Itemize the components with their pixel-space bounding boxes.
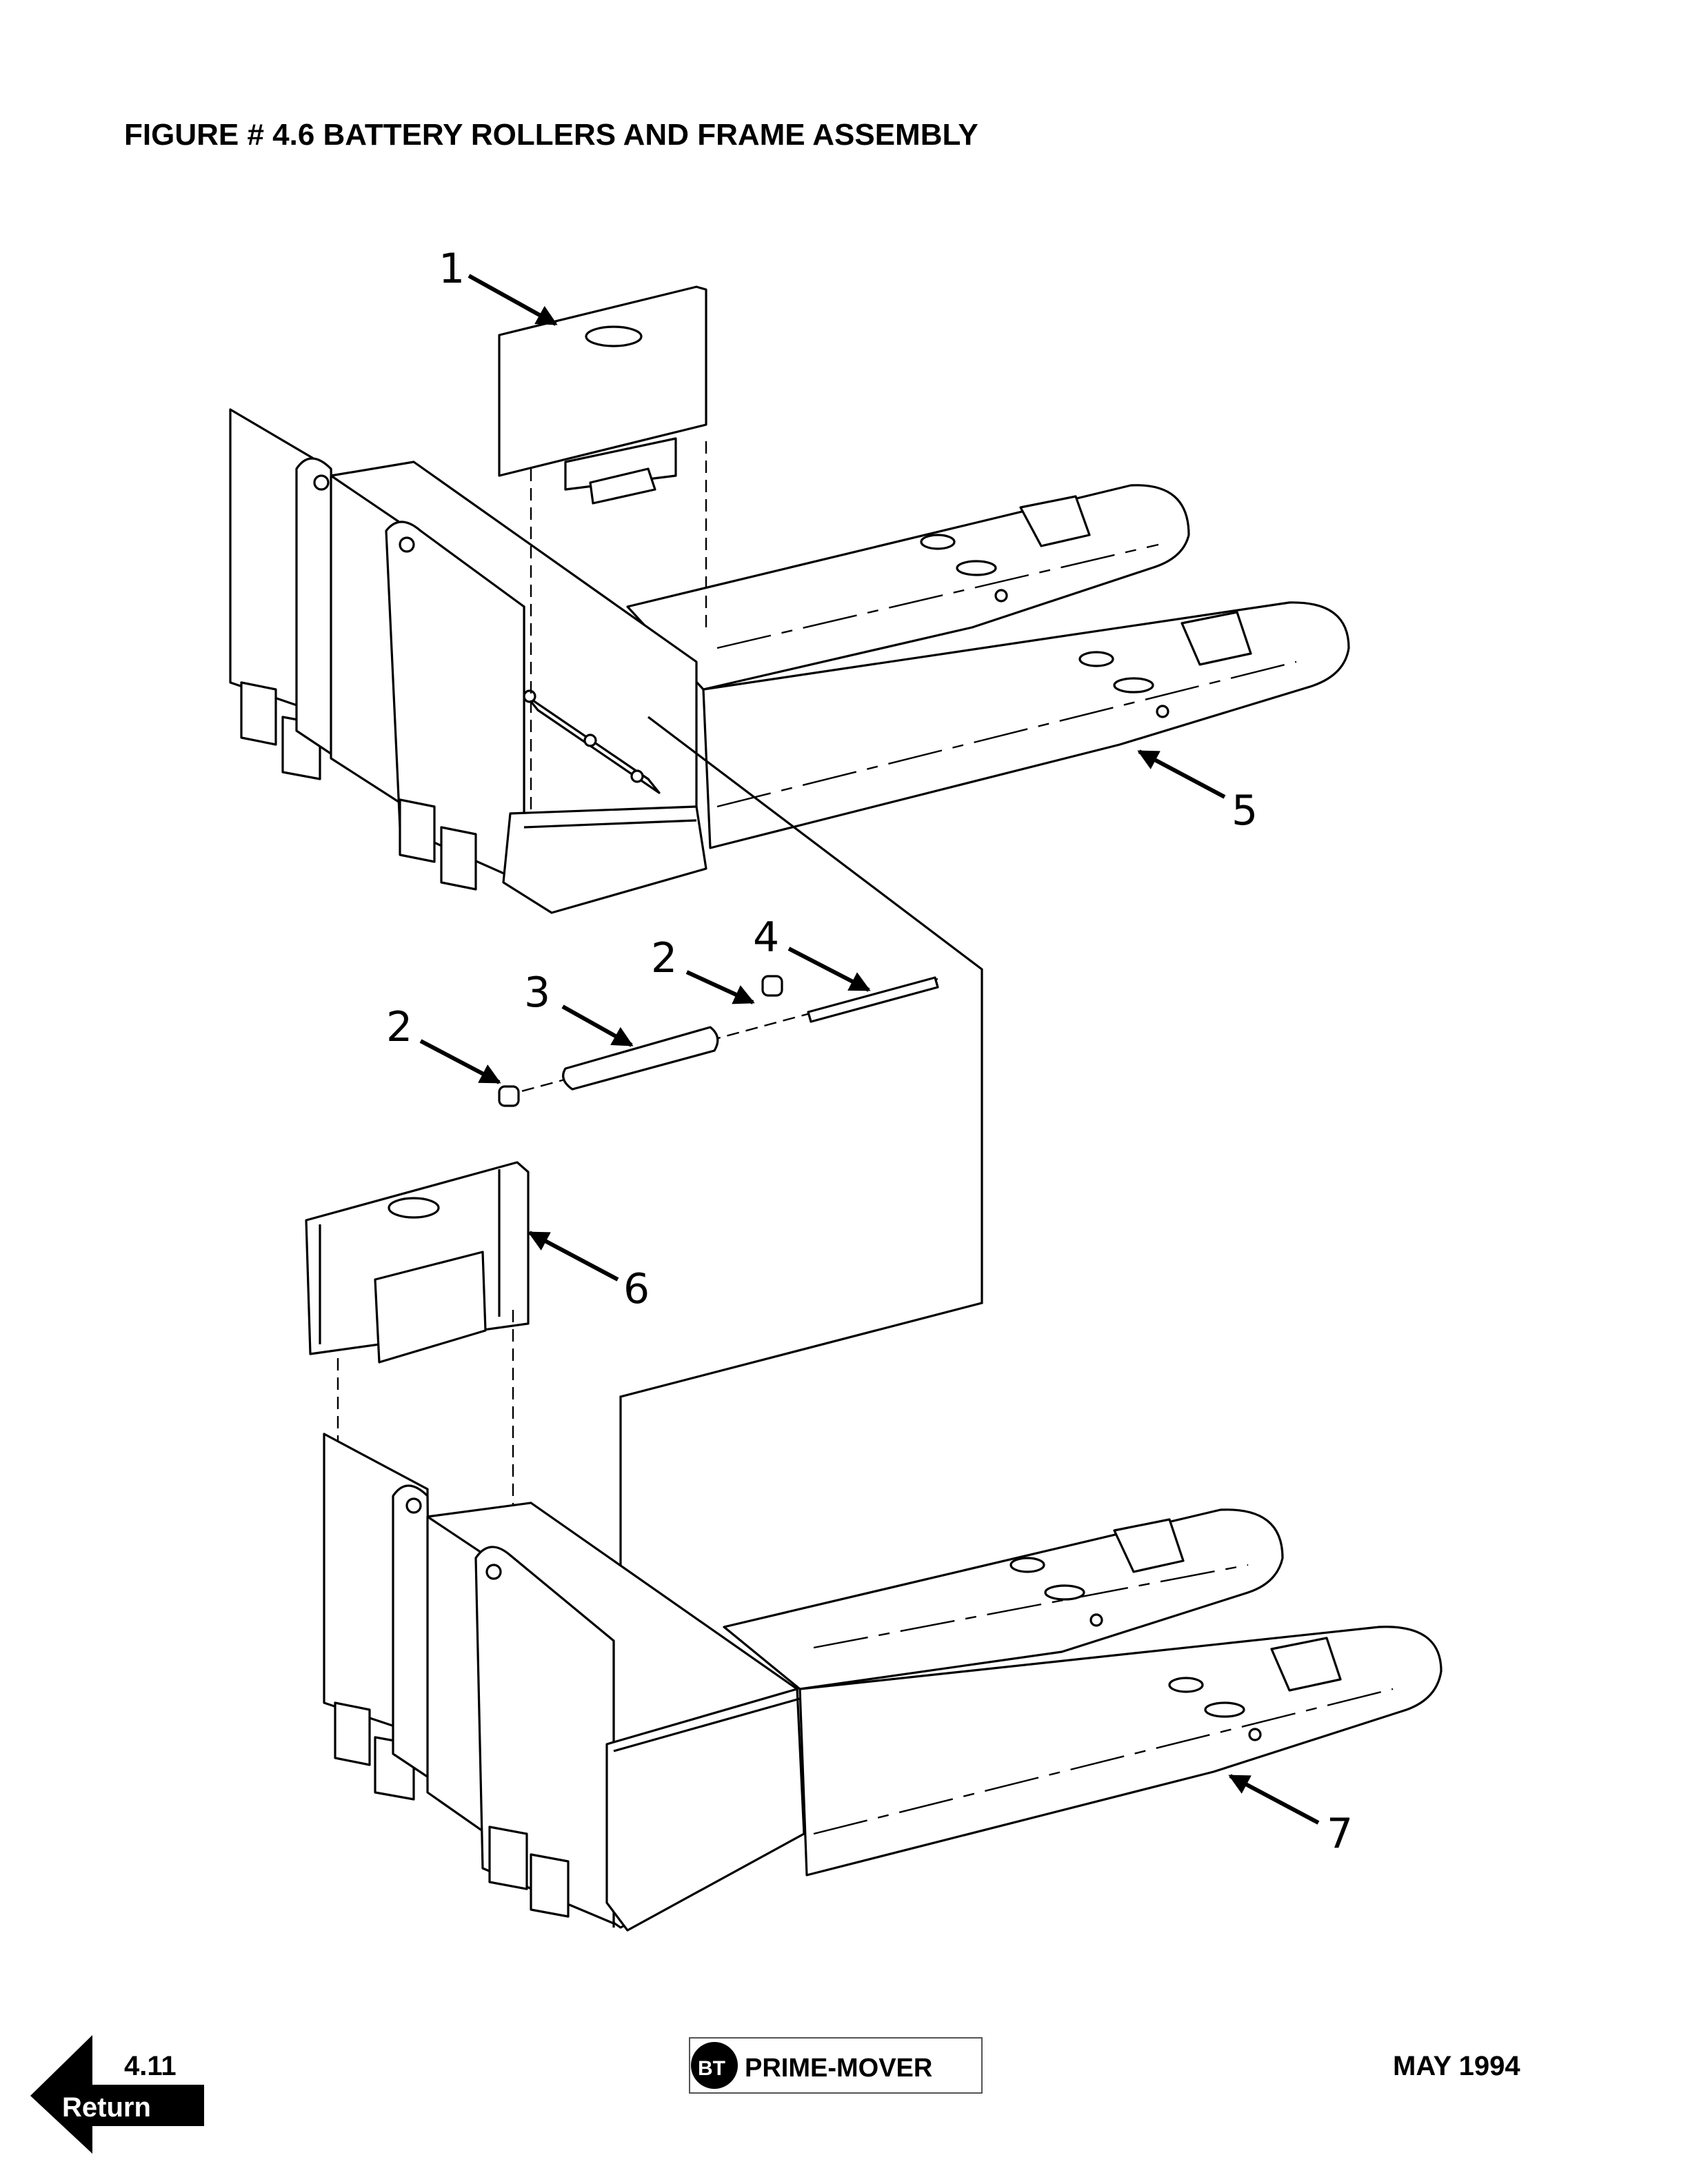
part-6-plate [305,1161,530,1530]
back-arrow-icon [30,2035,204,2154]
callout-6: 6 [623,1265,650,1313]
part-1-plate [498,285,707,813]
return-button[interactable]: Return [30,2035,204,2154]
callout-5: 5 [1232,787,1258,835]
revision-date: MAY 1994 [1393,2051,1520,2081]
logo-text: PRIME-MOVER [745,2054,932,2083]
page-number: 4.11 [124,2051,177,2081]
return-label: Return [62,2092,151,2123]
rollers-and-shaft [498,975,939,1107]
callout-2: 2 [651,934,677,982]
lower-frame-assembly [323,1433,1443,1932]
callout-4: 4 [753,913,779,962]
logo-mark: BT [698,2057,725,2080]
leader-line [619,716,983,1703]
callout-2: 2 [386,1003,412,1051]
callout-7: 7 [1327,1810,1353,1858]
prime-mover-logo: BT PRIME-MOVER [689,2037,983,2094]
figure-title: FIGURE # 4.6 BATTERY ROLLERS AND FRAME A… [124,118,978,152]
callouts: 1 2 3 2 4 5 6 7 [386,245,1353,1858]
upper-frame-assembly [229,408,1350,914]
callout-1: 1 [439,245,465,293]
callout-3: 3 [524,969,550,1017]
